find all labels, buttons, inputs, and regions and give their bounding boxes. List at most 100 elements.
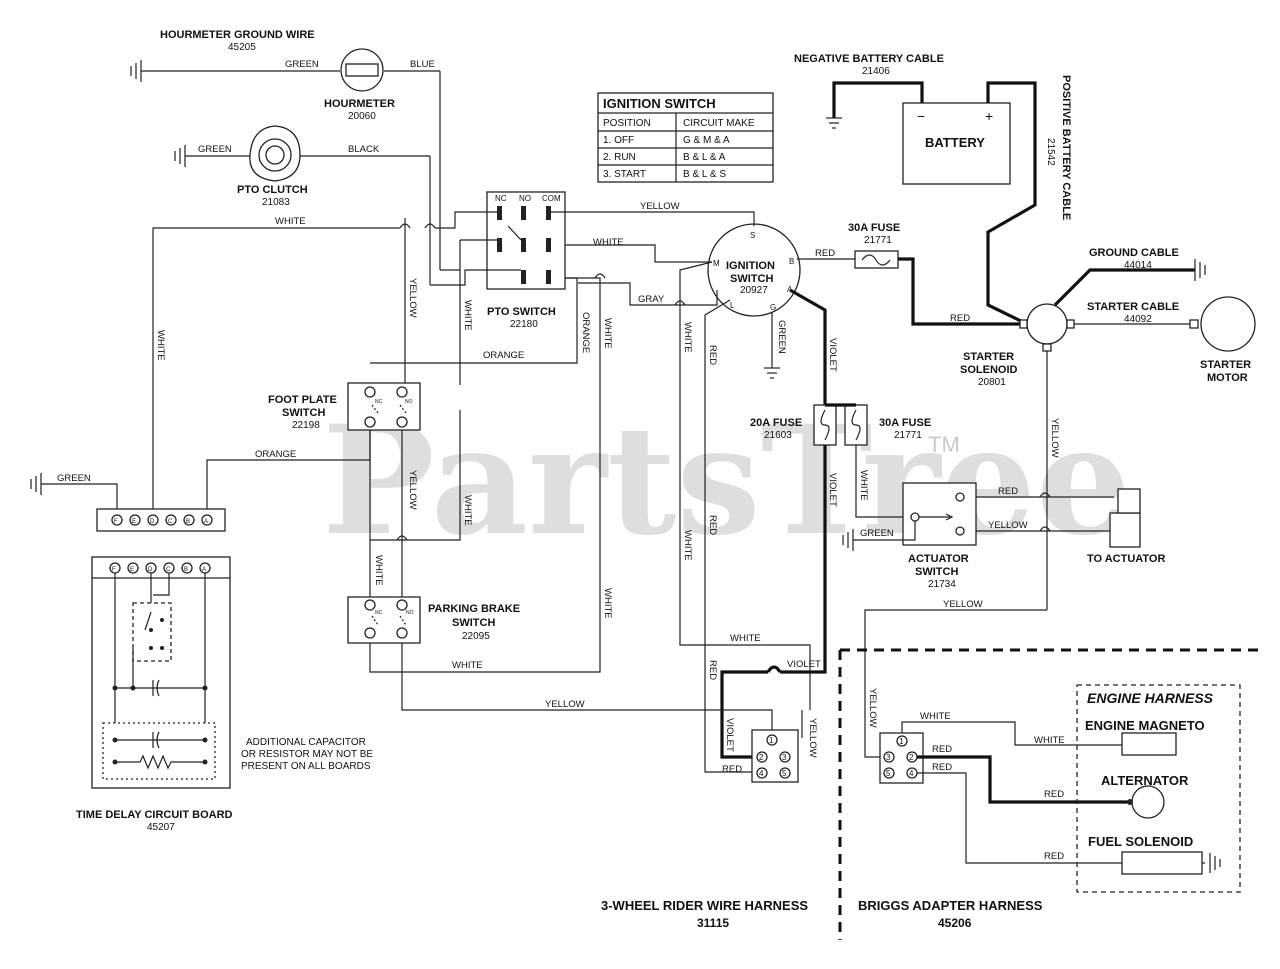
fuse-30a-mid-part: 21771 xyxy=(894,430,922,441)
terminal-l: L xyxy=(730,301,735,310)
terminal-b: B xyxy=(186,519,190,525)
terminal-e: E xyxy=(132,519,136,525)
wire-label-red: RED xyxy=(815,248,835,259)
time-delay-title: TIME DELAY CIRCUIT BOARD xyxy=(76,809,233,821)
pin-2: 2 xyxy=(909,753,914,762)
ground-icon xyxy=(1209,853,1221,873)
briggs-adapter-title: BRIGGS ADAPTER HARNESS xyxy=(858,898,1043,913)
ignition-title-2: SWITCH xyxy=(730,273,773,285)
fuel-solenoid-title: FUEL SOLENOID xyxy=(1088,834,1193,849)
terminal-a: A xyxy=(202,567,206,573)
foot-plate-title-2: SWITCH xyxy=(282,407,325,419)
starter-motor-title-1: STARTER xyxy=(1200,359,1251,371)
wire-label-green: GREEN xyxy=(57,473,91,484)
pos-cable-title: POSITIVE BATTERY CABLE xyxy=(1060,75,1072,220)
alternator-icon xyxy=(1131,785,1165,819)
starter-motor-icon xyxy=(1200,296,1256,352)
wire-label-gray: GRAY xyxy=(638,294,665,305)
ground-icon xyxy=(130,60,142,82)
wire-label-white: WHITE xyxy=(858,470,869,501)
terminal-e: E xyxy=(130,567,134,573)
wire-label-yellow: YELLOW xyxy=(943,599,983,610)
fuse-30a-top-part: 21771 xyxy=(864,235,892,246)
wire-label-green: GREEN xyxy=(776,320,787,354)
wire-label-red: RED xyxy=(1044,851,1064,862)
parking-brake-switch: NC NO PARKING BRAKE SWITCH 22095 xyxy=(347,596,520,644)
wire-label-yellow: YELLOW xyxy=(407,470,418,510)
wire-label-red: RED xyxy=(932,762,952,773)
engine-harness: ENGINE HARNESS ENGINE MAGNETO ALTERNATOR… xyxy=(838,648,1260,940)
pin-no: NO xyxy=(519,194,531,203)
battery-minus: − xyxy=(917,108,925,124)
engine-harness-title: ENGINE HARNESS xyxy=(1087,690,1214,706)
header-position: POSITION xyxy=(603,118,651,129)
fuse-30a-top: 30A FUSE 21771 RED RED xyxy=(797,222,1025,326)
terminal-f: F xyxy=(112,567,116,573)
briggs-connector: 1 3 2 5 4 WHITE WHITE RED RED RED RED xyxy=(879,711,1205,864)
pin-1: 1 xyxy=(769,736,774,745)
row-start-circuit: B & L & S xyxy=(683,169,726,180)
pin-nc: NC xyxy=(375,610,383,616)
terminal-b: B xyxy=(184,567,188,573)
pos-cable-part: 21542 xyxy=(1045,138,1056,166)
wire-label-green: GREEN xyxy=(198,144,232,155)
wire-label-white: WHITE xyxy=(275,216,306,227)
terminal-f: F xyxy=(114,519,118,525)
wire-label-red: RED xyxy=(1044,789,1064,800)
wire-label-white: WHITE xyxy=(1034,735,1065,746)
actuator-switch: RED YELLOW GREEN ACTUATOR SWITCH 21734 T… xyxy=(842,482,1165,758)
wire-label-white: WHITE xyxy=(452,660,483,671)
wire-label-white: WHITE xyxy=(462,300,473,331)
neg-cable-title: NEGATIVE BATTERY CABLE xyxy=(794,53,944,65)
wire-label-red: RED xyxy=(707,345,718,365)
hourmeter-part: 20060 xyxy=(348,111,376,122)
pin-3: 3 xyxy=(782,753,787,762)
wire-label-violet: VIOLET xyxy=(827,338,838,372)
row-off-circuit: G & M & A xyxy=(683,135,730,146)
pto-clutch-part: 21083 xyxy=(262,197,290,208)
fuse-20a-title: 20A FUSE xyxy=(750,417,802,429)
pto-switch: NC NO COM PTO SWITCH 22180 xyxy=(486,191,566,330)
starter-motor-title-2: MOTOR xyxy=(1207,372,1248,384)
bottom-titles: 3-WHEEL RIDER WIRE HARNESS 31115 BRIGGS … xyxy=(601,898,1043,930)
solenoid-part: 20801 xyxy=(978,377,1006,388)
note-line-1: ADDITIONAL CAPACITOR xyxy=(246,737,366,748)
note-line-2: OR RESISTOR MAY NOT BE xyxy=(241,749,373,760)
harness-3wheel-title: 3-WHEEL RIDER WIRE HARNESS xyxy=(601,898,808,913)
battery-plus: + xyxy=(985,108,993,124)
battery-icon xyxy=(902,102,1011,185)
hourmeter-section: HOURMETER GROUND WIRE 45205 GREEN BLUE H… xyxy=(130,29,441,270)
pto-switch-part: 22180 xyxy=(510,319,538,330)
watermark: PartsTree TM xyxy=(322,393,1131,569)
wire-label-yellow: YELLOW xyxy=(1049,418,1060,458)
pin-no: NO xyxy=(406,610,414,616)
wire-label-white: WHITE xyxy=(682,322,693,353)
engine-magneto-icon xyxy=(1121,732,1177,756)
battery-section: NEGATIVE BATTERY CABLE 21406 − + BATTERY… xyxy=(794,53,1072,325)
ground-cable-part: 44014 xyxy=(1124,260,1152,271)
foot-plate-title-1: FOOT PLATE xyxy=(268,394,337,406)
fuse-30a-mid-title: 30A FUSE xyxy=(879,417,931,429)
wire-label-orange: ORANGE xyxy=(483,350,524,361)
terminal-d: D xyxy=(148,567,153,573)
wire-label-green: GREEN xyxy=(860,528,894,539)
row-run-circuit: B & L & A xyxy=(683,152,726,163)
wire-label-white: WHITE xyxy=(602,318,613,349)
ignition-table: IGNITION SWITCH POSITION CIRCUIT MAKE 1.… xyxy=(597,92,774,183)
pin-5: 5 xyxy=(782,769,787,778)
wire-label-yellow: YELLOW xyxy=(867,688,878,728)
row-start-position: 3. START xyxy=(603,169,646,180)
terminal-s: S xyxy=(750,231,755,240)
wire-label-white: WHITE xyxy=(155,330,166,361)
terminal-b: B xyxy=(789,257,794,266)
parking-brake-title-2: SWITCH xyxy=(452,617,495,629)
wire-label-green: GREEN xyxy=(285,59,319,70)
ground-icon xyxy=(826,117,842,129)
wire-label-white: WHITE xyxy=(462,495,473,526)
parking-brake-part: 22095 xyxy=(462,631,490,642)
ground-icon xyxy=(174,145,186,167)
pin-4: 4 xyxy=(909,769,914,778)
ignition-table-title: IGNITION SWITCH xyxy=(603,96,716,111)
time-delay-board: F E D C B A F E D C B A xyxy=(76,508,233,833)
engine-magneto-title: ENGINE MAGNETO xyxy=(1085,718,1205,733)
